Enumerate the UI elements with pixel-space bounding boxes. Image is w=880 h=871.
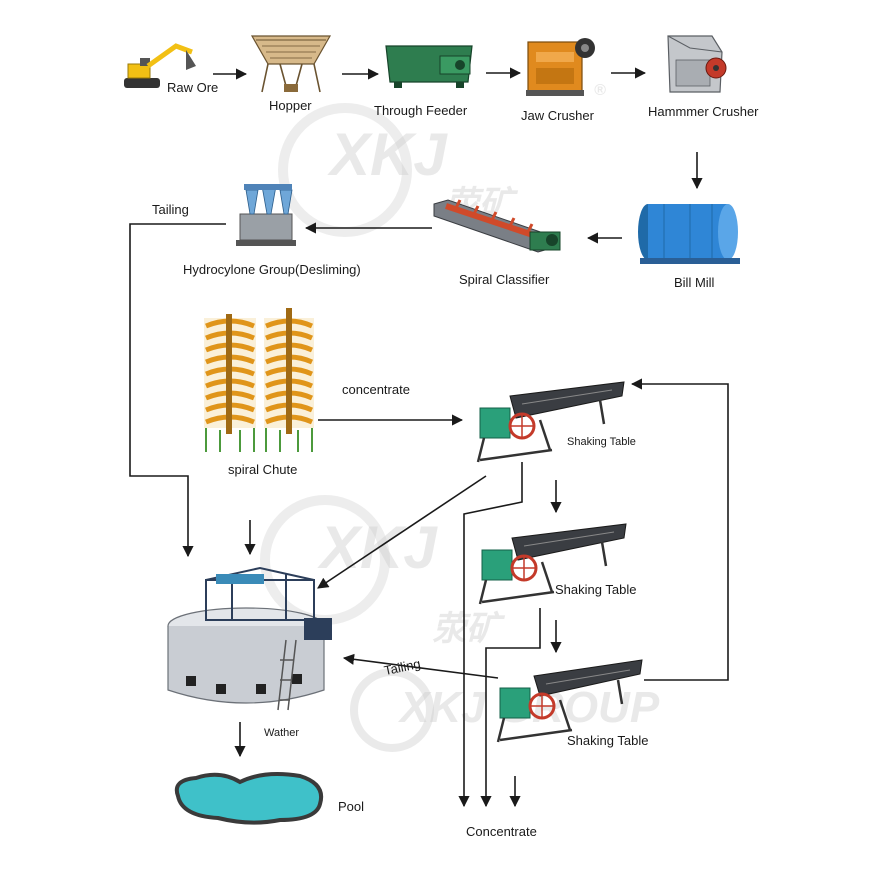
ball-mill-icon: [638, 204, 740, 264]
spiral-chute-label: spiral Chute: [228, 462, 297, 477]
arrow-table3-tailing: [342, 653, 499, 679]
shaking-table-2-label: Shaking Table: [555, 582, 636, 597]
pool-icon: [174, 772, 323, 825]
shaking-table-1-icon: [476, 381, 625, 463]
hammer-crusher-icon: [667, 35, 727, 93]
through-feeder-label: Through Feeder: [374, 103, 468, 118]
jaw-crusher-icon: [526, 38, 595, 96]
arrow-table3-to-table1: [630, 378, 729, 681]
hopper-label: Hopper: [269, 98, 312, 113]
spiral-chute-icon: [204, 308, 314, 452]
tailing-top-label: Tailing: [152, 202, 189, 217]
thickener-label: Wather: [264, 727, 299, 739]
raw-ore-label: Raw Ore: [167, 80, 218, 95]
concentrate-out-label: Concentrate: [466, 824, 537, 839]
watermark-registered-top: ®: [594, 82, 606, 99]
shaking-table-3-label: Shaking Table: [567, 733, 648, 748]
raw-ore-excavator-icon: [124, 43, 196, 88]
jaw-crusher-label: Jaw Crusher: [521, 108, 595, 123]
thickener-icon: [167, 566, 332, 711]
hammer-crusher-label: Hammmer Crusher: [648, 104, 759, 119]
spiral-classifier-icon: [433, 199, 561, 253]
shaking-table-2-icon: [478, 523, 627, 605]
concentrate-flow-label: concentrate: [342, 382, 410, 397]
arrow-table1-to-thickener: [317, 475, 487, 589]
hopper-icon: [250, 35, 332, 93]
shaking-table-3-icon: [496, 659, 643, 743]
arrow-table1-concentrate: [458, 462, 523, 808]
through-feeder-icon: [385, 45, 473, 88]
hydrocyclone-icon: [236, 184, 296, 246]
ball-mill-label: Bill Mill: [674, 275, 715, 290]
arrow-table2-concentrate: [480, 608, 541, 808]
hydrocyclone-label: Hydrocylone Group(Desliming): [183, 262, 361, 277]
tailing-bottom-label: Tailing: [383, 656, 422, 678]
shaking-table-1-label: Shaking Table: [567, 436, 636, 448]
pool-label: Pool: [338, 799, 364, 814]
watermark-cn-mid: 荥矿: [432, 610, 506, 648]
watermark-brand-top: XKJ: [327, 121, 448, 188]
arrow-tailing-to-thickener: [129, 223, 226, 558]
spiral-classifier-label: Spiral Classifier: [459, 272, 550, 287]
